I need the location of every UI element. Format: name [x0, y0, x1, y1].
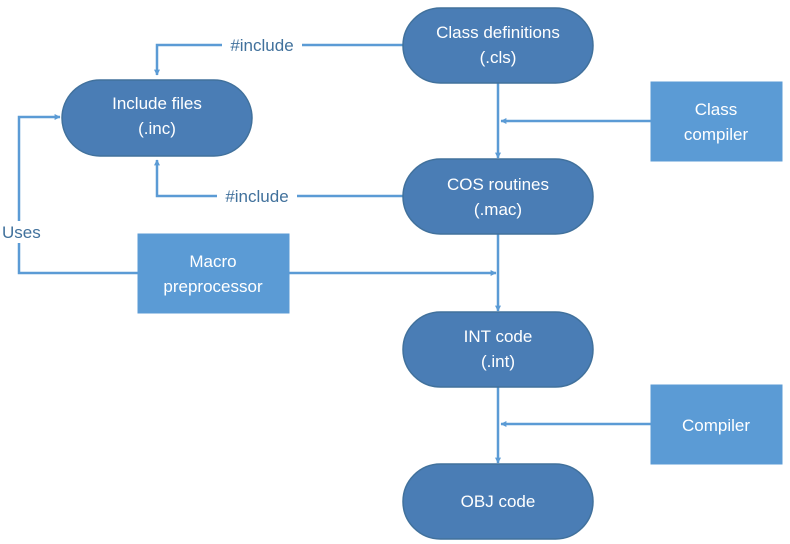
node-int-code-line1: INT code [464, 327, 533, 346]
node-include-files-line1: Include files [112, 94, 202, 113]
node-class-compiler-line1: Class [695, 100, 738, 119]
label-include-from-cls: #include [230, 36, 293, 55]
node-compiler-line1: Compiler [682, 416, 750, 435]
node-include-files: Include files (.inc) [61, 79, 253, 157]
node-int-code: INT code (.int) [402, 311, 594, 388]
edge-cls-to-inc [154, 43, 403, 76]
edge-uses [17, 114, 138, 275]
node-class-compiler: Class compiler [650, 81, 783, 162]
node-include-files-line2: (.inc) [138, 119, 176, 138]
node-cos-routines-line1: COS routines [447, 175, 549, 194]
node-class-definitions-line1: Class definitions [436, 23, 560, 42]
node-macro-preprocessor-line2: preprocessor [163, 277, 263, 296]
node-class-compiler-line2: compiler [684, 125, 749, 144]
node-class-definitions-line2: (.cls) [480, 48, 517, 67]
node-obj-code-line1: OBJ code [461, 492, 536, 511]
edge-labels: #include #include Uses [0, 34, 302, 243]
node-cos-routines-line2: (.mac) [474, 200, 522, 219]
node-compiler: Compiler [650, 384, 783, 465]
node-class-definitions: Class definitions (.cls) [402, 7, 594, 84]
node-obj-code: OBJ code [402, 463, 594, 540]
label-uses: Uses [2, 223, 41, 242]
node-macro-preprocessor: Macro preprocessor [137, 233, 290, 314]
node-int-code-line2: (.int) [481, 352, 515, 371]
label-include-from-mac: #include [225, 187, 288, 206]
edge-mac-to-inc [154, 159, 403, 198]
node-macro-preprocessor-line1: Macro [189, 252, 236, 271]
edges [17, 43, 651, 464]
node-cos-routines: COS routines (.mac) [402, 158, 594, 235]
